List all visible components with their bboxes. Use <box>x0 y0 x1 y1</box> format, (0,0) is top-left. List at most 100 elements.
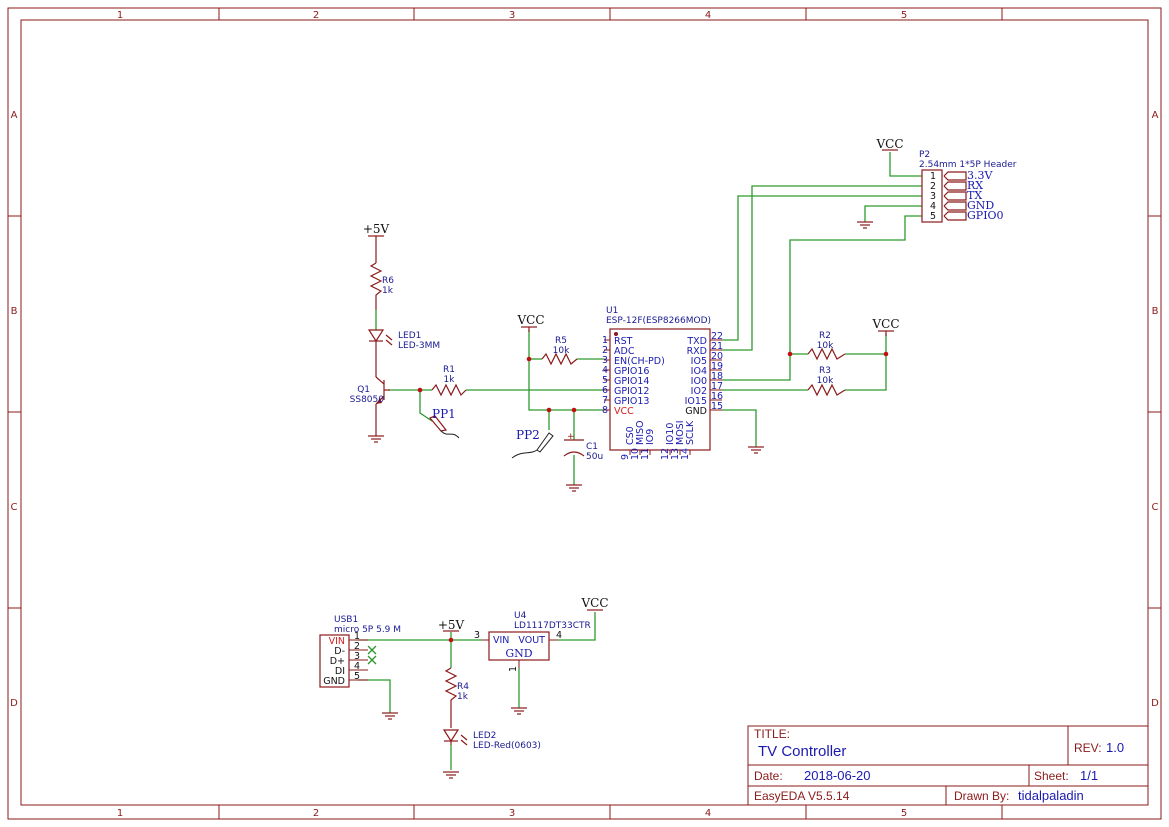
u1-pin-name: GND <box>685 406 707 417</box>
col-label: 2 <box>313 808 319 819</box>
u1-pin-name: CS0 <box>625 426 636 445</box>
plus5v-label: +5V <box>363 222 390 236</box>
u1-pin-name: RST <box>614 336 633 347</box>
u1-pin-num: 18 <box>711 371 723 382</box>
u1-pin-name: TXD <box>686 336 707 347</box>
u1-pin-name: RXD <box>687 346 707 357</box>
p2-pin-num: 2 <box>930 181 936 192</box>
p2-ref: P2 <box>919 150 930 160</box>
ground-symbol <box>857 221 873 229</box>
led-led2: LED2 LED-Red(0603) <box>442 729 541 751</box>
r5-ref: R5 <box>555 336 567 346</box>
drawn-value: tidalpaladin <box>1018 788 1084 803</box>
u1-pin-name: IO10 <box>665 423 676 445</box>
resistor-r3: R3 10k <box>807 366 846 397</box>
u1-pin-num: 7 <box>602 395 608 406</box>
row-label: A <box>11 110 18 121</box>
p2-pin-num: 1 <box>930 171 936 182</box>
p2-net-label: GPIO0 <box>967 209 1004 222</box>
p2-pin-num: 5 <box>930 211 936 222</box>
resistor-r6: R6 1k <box>369 262 394 310</box>
u1-pin-num: 21 <box>711 341 723 352</box>
vcc-label: VCC <box>871 317 899 331</box>
u1-pin-num: 4 <box>602 365 608 376</box>
junctions <box>417 351 889 643</box>
u4-pin-num: 1 <box>508 666 519 672</box>
led2-ref: LED2 <box>473 731 496 741</box>
row-label: D <box>1151 698 1159 709</box>
sheet-value: 1/1 <box>1080 768 1098 783</box>
pp1-label: PP1 <box>432 407 456 421</box>
r1-ref: R1 <box>443 365 455 375</box>
r6-value: 1k <box>382 286 394 296</box>
u1-pin-num: 6 <box>602 385 608 396</box>
q1-ref: Q1 <box>357 385 370 395</box>
ground-symbol <box>382 712 398 720</box>
u1-pin-num: 2 <box>602 345 608 356</box>
ground-symbol <box>748 446 764 454</box>
ground-symbol <box>368 435 384 443</box>
plus5v-bottom: +5V <box>438 618 465 632</box>
u1-pin-num: 10 <box>630 448 641 460</box>
plus5v-top: +5V <box>363 222 390 263</box>
u1-pin-name: VCC <box>614 406 634 417</box>
regulator-u4: U4 LD1117DT33CTR 3 4 VIN VOUT GND 1 <box>474 611 591 672</box>
u4-pin-name: VOUT <box>518 635 545 646</box>
u4-pin-num: 4 <box>556 630 562 641</box>
probe-pp1: PP1 <box>429 407 460 439</box>
usb-pin-name: GND <box>323 676 345 687</box>
col-label: 3 <box>509 10 515 21</box>
col-label: 5 <box>901 10 907 21</box>
row-label: C <box>11 502 18 513</box>
drawn-label: Drawn By: <box>954 789 1009 803</box>
sheet-title: TV Controller <box>758 743 846 760</box>
usb-pin-num: 2 <box>354 641 360 652</box>
u1-pin-name: IO0 <box>691 376 707 387</box>
usb-pin-name: VIN <box>329 636 345 647</box>
rev-label: REV: <box>1074 741 1102 755</box>
vcc-left: VCC <box>516 313 545 332</box>
u1-pin-name: IO15 <box>685 396 707 407</box>
u1-pin-name: IO4 <box>691 366 707 377</box>
usb-pin-num: 1 <box>354 631 360 642</box>
wires <box>358 152 922 770</box>
u1-pin-num: 16 <box>711 391 723 402</box>
u1-bottom-pins: CS0 MISO IO9 IO10 MOSI SCLK 9 10 11 12 1… <box>620 420 696 460</box>
col-label: 5 <box>901 808 907 819</box>
col-label: 3 <box>509 808 515 819</box>
vcc-bottom: VCC <box>580 596 609 611</box>
led2-value: LED-Red(0603) <box>473 741 541 751</box>
u1-pin-num: 11 <box>640 448 651 460</box>
u1-pin-name: MISO <box>635 420 646 445</box>
vcc-label: VCC <box>516 313 544 327</box>
column-labels-bottom: 1 2 3 4 5 <box>117 808 907 819</box>
plus5v-label: +5V <box>438 618 465 632</box>
u4-pin-name: GND <box>505 647 532 660</box>
p2-net-label: GND <box>967 199 994 212</box>
r6-ref: R6 <box>382 276 394 286</box>
tool-version: EasyEDA V5.5.14 <box>754 789 850 803</box>
date-label: Date: <box>754 769 783 783</box>
col-label: 4 <box>705 808 711 819</box>
r5-value: 10k <box>553 346 570 356</box>
resistor-r1: R1 1k <box>431 365 467 397</box>
row-label: D <box>10 698 18 709</box>
u1-pin-name: GPIO14 <box>614 376 649 387</box>
usb-pin-num: 3 <box>354 651 360 662</box>
col-label: 4 <box>705 10 711 21</box>
u1-pin-name: ADC <box>614 346 635 357</box>
r2-ref: R2 <box>819 331 831 341</box>
r3-value: 10k <box>817 376 834 386</box>
u1-pin-name: IO2 <box>691 386 707 397</box>
col-label: 1 <box>117 808 123 819</box>
row-label: B <box>1152 306 1159 317</box>
col-label: 1 <box>117 10 123 21</box>
u1-pin-num: 14 <box>680 448 691 460</box>
q1-value: SS8050 <box>350 395 385 405</box>
u1-pin-num: 19 <box>711 361 723 372</box>
column-labels-top: 1 2 3 4 5 <box>117 10 907 21</box>
u4-ref: U4 <box>514 611 527 621</box>
col-label: 2 <box>313 10 319 21</box>
no-connect-flags <box>367 645 377 665</box>
